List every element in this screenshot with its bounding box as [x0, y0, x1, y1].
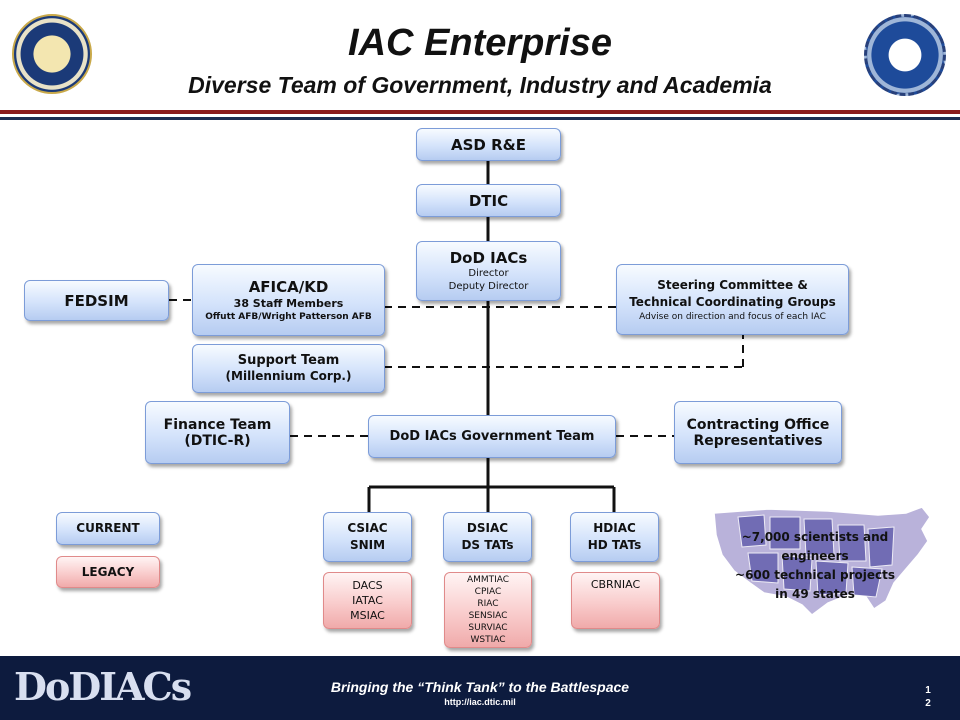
- dod-iacs-title: DoD IACs: [449, 249, 528, 267]
- dod-iacs-deputy: Deputy Director: [448, 281, 529, 292]
- legacy-ds-item: CPIAC: [474, 587, 502, 597]
- afica-location: Offutt AFB/Wright Patterson AFB: [205, 311, 372, 322]
- page-title: IAC Enterprise: [348, 22, 612, 64]
- legacy-cs-item: IATAC: [352, 594, 383, 607]
- legacy-ds-item: RIAC: [477, 599, 499, 609]
- dsiac-box: DSIAC DS TATs: [443, 512, 532, 562]
- hdiac-sub: HD TATs: [587, 538, 642, 552]
- afica-staff: 38 Staff Members: [233, 296, 344, 310]
- fedsim-label: FEDSIM: [64, 291, 129, 310]
- page-subtitle: Diverse Team of Government, Industry and…: [188, 72, 772, 98]
- steering-committee-line2: Technical Coordinating Groups: [629, 294, 836, 309]
- dod-seal-logo: [12, 14, 92, 94]
- legacy-ds-item: SENSIAC: [468, 611, 508, 621]
- legend-legacy-label: LEGACY: [81, 564, 135, 579]
- contracting-office-line1: Contracting Office: [686, 416, 830, 433]
- map-stats-text: ~7,000 scientists and engineers ~600 tec…: [730, 528, 900, 604]
- map-stats-line: engineers: [781, 549, 849, 563]
- page-number-digit: 2: [925, 698, 931, 709]
- afica-box: AFICA/KD 38 Staff Members Offutt AFB/Wri…: [192, 264, 385, 336]
- asd-re-seal-logo: [864, 14, 946, 96]
- dsiac-sub: DS TATs: [461, 538, 514, 552]
- dodiacs-logo: DoDIACs: [14, 664, 192, 709]
- steering-committee-line1: Steering Committee &: [657, 277, 808, 292]
- asd-re-label: ASD R&E: [451, 135, 526, 154]
- contracting-office-line2: Representatives: [693, 432, 823, 449]
- header-divider-red: [0, 110, 960, 114]
- steering-committee-box: Steering Committee & Technical Coordinat…: [616, 264, 849, 335]
- dod-iacs-box: DoD IACs Director Deputy Director: [416, 241, 561, 301]
- steering-committee-note: Advise on direction and focus of each IA…: [639, 311, 826, 322]
- afica-title: AFICA/KD: [248, 277, 329, 296]
- page-number: 1 2: [918, 684, 938, 710]
- hdiac-label: HDIAC: [593, 521, 636, 535]
- map-stats-line: ~600 technical projects: [735, 568, 895, 582]
- footer-bar: [0, 656, 960, 720]
- fedsim-box: FEDSIM: [24, 280, 169, 321]
- us-map-graphic: [713, 506, 931, 616]
- support-team-title: Support Team: [237, 352, 340, 368]
- dsiac-label: DSIAC: [466, 521, 509, 535]
- dtic-label: DTIC: [468, 191, 509, 210]
- legacy-cs-box: DACS IATAC MSIAC: [323, 572, 412, 629]
- finance-team-title: Finance Team: [163, 416, 272, 433]
- legacy-hd-box: CBRNIAC: [571, 572, 660, 629]
- legend-legacy: LEGACY: [56, 556, 160, 588]
- gov-team-label: DoD IACs Government Team: [389, 429, 595, 444]
- asd-re-box: ASD R&E: [416, 128, 561, 161]
- dod-iacs-director: Director: [468, 268, 509, 279]
- finance-team-box: Finance Team (DTIC-R): [145, 401, 290, 464]
- legacy-ds-item: AMMTIAC: [466, 575, 510, 585]
- legacy-hd-item: CBRNIAC: [590, 578, 641, 591]
- legacy-ds-item: SURVIAC: [468, 623, 508, 633]
- csiac-sub: SNIM: [349, 538, 386, 552]
- footer-tagline: Bringing the “Think Tank” to the Battles…: [330, 679, 630, 695]
- map-stats-line: ~7,000 scientists and: [741, 530, 889, 544]
- csiac-label: CSIAC: [347, 521, 388, 535]
- page-number-digit: 1: [925, 685, 931, 696]
- hdiac-box: HDIAC HD TATs: [570, 512, 659, 562]
- legacy-cs-item: DACS: [352, 579, 383, 592]
- header-divider-blue: [0, 117, 960, 120]
- support-team-box: Support Team (Millennium Corp.): [192, 344, 385, 393]
- legend-current: CURRENT: [56, 512, 160, 545]
- legacy-ds-item: WSTIAC: [470, 635, 506, 645]
- support-team-company: (Millennium Corp.): [225, 368, 352, 383]
- legend-current-label: CURRENT: [76, 521, 140, 535]
- legacy-ds-box: AMMTIAC CPIAC RIAC SENSIAC SURVIAC WSTIA…: [444, 572, 532, 648]
- contracting-office-box: Contracting Office Representatives: [674, 401, 842, 464]
- footer-url[interactable]: http://iac.dtic.mil: [444, 697, 516, 707]
- dtic-box: DTIC: [416, 184, 561, 217]
- legacy-cs-item: MSIAC: [350, 609, 385, 622]
- map-stats-line: in 49 states: [775, 587, 855, 601]
- csiac-box: CSIAC SNIM: [323, 512, 412, 562]
- finance-team-org: (DTIC-R): [184, 432, 251, 449]
- gov-team-box: DoD IACs Government Team: [368, 415, 616, 458]
